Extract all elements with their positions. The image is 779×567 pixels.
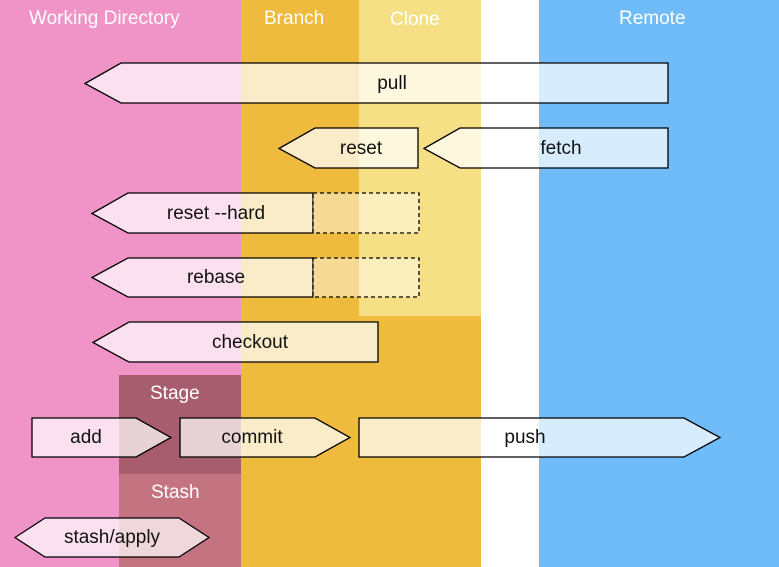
pull-label: pull xyxy=(377,73,407,94)
reset-arrow xyxy=(277,127,419,169)
reset-hard-arrow xyxy=(90,192,314,234)
branch-label: Branch xyxy=(264,8,325,29)
remote-label: Remote xyxy=(619,8,686,29)
add-label: add xyxy=(70,427,102,448)
stage-label: Stage xyxy=(150,383,200,404)
clone-label: Clone xyxy=(390,9,440,30)
stash-label: Stash xyxy=(151,482,200,503)
rebase-dashed-extension xyxy=(312,257,420,298)
commit-arrow xyxy=(179,417,352,458)
reset-hard-dashed-extension xyxy=(312,192,420,234)
rebase-arrow xyxy=(90,257,314,298)
fetch-label: fetch xyxy=(540,138,582,159)
commit-label: commit xyxy=(221,427,283,448)
add-arrow xyxy=(31,417,173,458)
push-label: push xyxy=(504,427,546,448)
stash-apply-label: stash/apply xyxy=(63,527,161,548)
pull-arrow xyxy=(83,62,669,104)
reset-hard-label: reset --hard xyxy=(166,203,266,224)
checkout-label: checkout xyxy=(211,332,289,353)
reset-label: reset xyxy=(339,138,383,159)
rebase-label: rebase xyxy=(186,267,246,288)
fetch-arrow xyxy=(422,127,669,169)
stash-apply-arrow xyxy=(13,517,211,558)
push-arrow xyxy=(358,417,722,458)
working-directory-label: Working Directory xyxy=(29,8,180,29)
checkout-arrow xyxy=(91,321,379,363)
